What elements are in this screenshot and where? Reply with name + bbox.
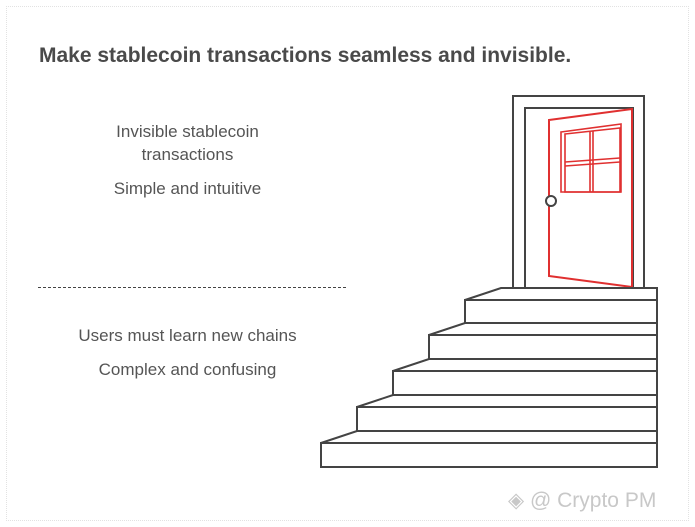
door-knob-icon bbox=[545, 195, 557, 207]
top-line-1: Invisible stablecoin bbox=[116, 122, 259, 141]
bottom-line-2: Complex and confusing bbox=[98, 360, 277, 379]
stairs bbox=[320, 287, 658, 468]
divider-line bbox=[38, 287, 346, 288]
top-label: Invisible stablecoin transactions Simple… bbox=[90, 122, 285, 199]
bottom-label: Users must learn new chains Complex and … bbox=[40, 326, 335, 380]
top-line-2: transactions bbox=[141, 145, 234, 164]
diagram-title: Make stablecoin transactions seamless an… bbox=[39, 44, 572, 67]
top-line-3: Simple and intuitive bbox=[113, 179, 262, 198]
page-border bbox=[6, 6, 689, 521]
door-window-icon bbox=[560, 123, 622, 193]
bottom-line-1: Users must learn new chains bbox=[78, 326, 297, 345]
watermark: ◈ @ Crypto PM bbox=[508, 489, 657, 512]
